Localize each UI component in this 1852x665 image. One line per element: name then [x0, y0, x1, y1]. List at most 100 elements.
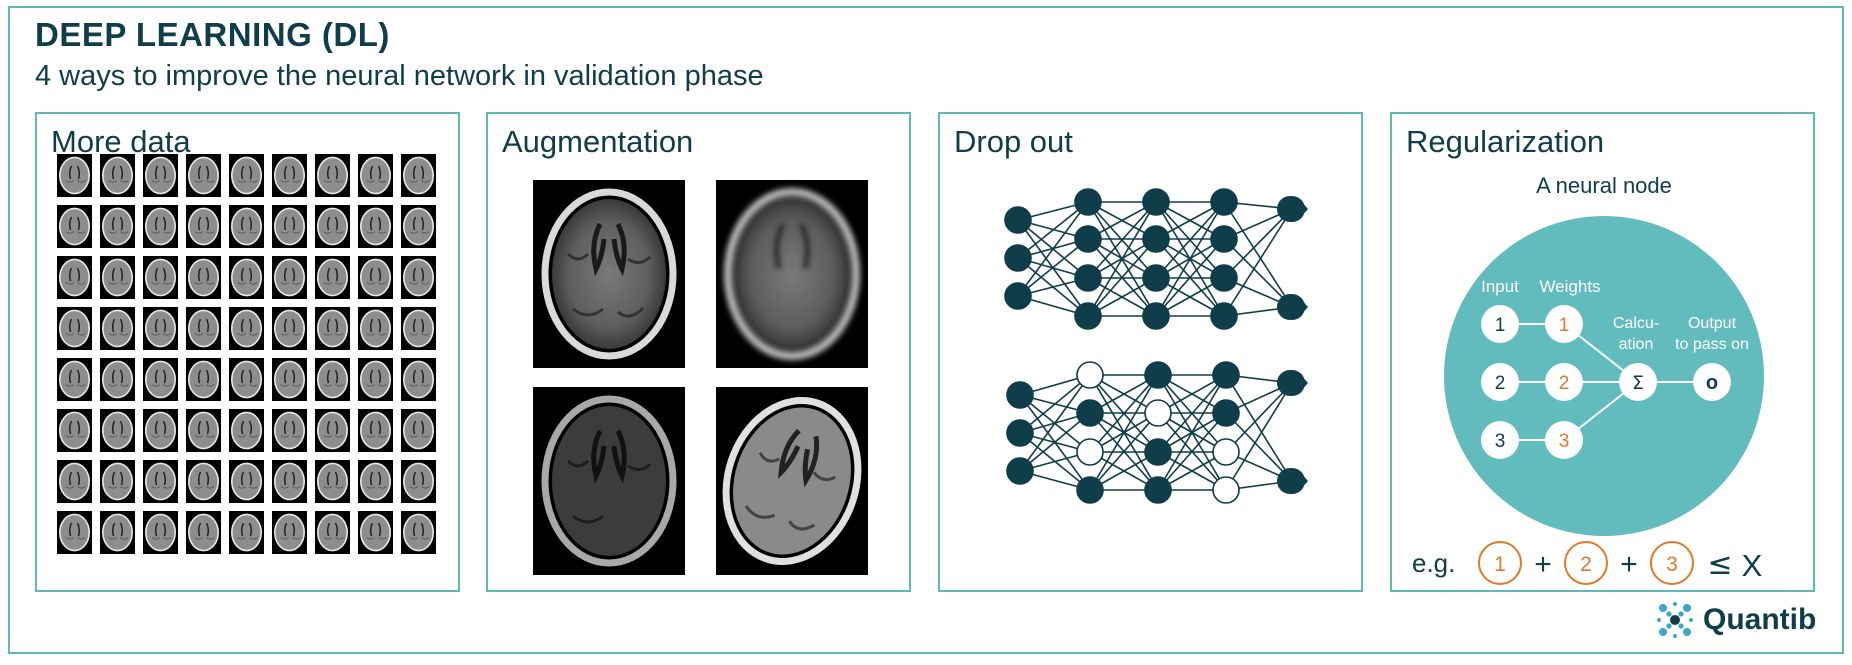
brain-thumbnail — [272, 511, 307, 554]
brain-thumbnail — [358, 256, 393, 299]
brain-thumbnail — [100, 409, 135, 452]
brain-thumbnail — [401, 358, 436, 401]
brain-thumbnail — [315, 358, 350, 401]
panel-more-data: More data — [35, 112, 460, 592]
brain-thumbnail — [143, 511, 178, 554]
svg-text:2: 2 — [1495, 373, 1506, 394]
brain-thumbnail — [272, 460, 307, 503]
panel-title-regularization: Regularization — [1406, 124, 1605, 159]
brain-thumbnail — [315, 154, 350, 197]
panel-augmentation: Augmentation — [486, 112, 911, 592]
brain-thumbnail — [315, 307, 350, 350]
weight-node-2: 2 — [1545, 363, 1583, 401]
neuron — [1210, 188, 1238, 216]
brain-thumbnail — [401, 511, 436, 554]
neural-node-diagram: A neural node Input Weights Calcu- ation… — [1412, 173, 1764, 585]
brain-thumbnail — [143, 409, 178, 452]
svg-text:Σ: Σ — [1632, 372, 1644, 394]
brain-thumbnail — [100, 511, 135, 554]
neuron — [1210, 225, 1238, 253]
dropped-neuron — [1076, 438, 1104, 466]
brain-thumbnail — [186, 409, 221, 452]
dropout-network — [1006, 361, 1308, 504]
brain-thumbnail — [143, 256, 178, 299]
scan-blurred — [716, 180, 868, 368]
brain-thumbnail — [57, 205, 92, 248]
brain-thumbnail — [100, 460, 135, 503]
brain-thumbnail — [272, 358, 307, 401]
brain-thumbnail — [401, 256, 436, 299]
brain-thumbnail — [57, 154, 92, 197]
brain-thumbnail — [229, 154, 264, 197]
brain-thumbnail — [57, 256, 92, 299]
brain-thumbnail — [186, 460, 221, 503]
panel-title-drop-out: Drop out — [954, 124, 1073, 159]
dropout-networks — [1004, 188, 1308, 504]
brain-thumbnail — [315, 409, 350, 452]
dropped-neuron — [1212, 438, 1240, 466]
scan-darkened — [533, 387, 685, 575]
output-label-line1: Output — [1688, 315, 1737, 332]
input-node-1: 1 — [1481, 305, 1519, 343]
brain-thumbnail — [272, 307, 307, 350]
limit-x: X — [1742, 548, 1763, 583]
brain-thumbnail — [315, 460, 350, 503]
weights-label: Weights — [1539, 277, 1600, 296]
brain-thumbnail — [57, 307, 92, 350]
node-circle — [1444, 216, 1764, 536]
dropped-neuron — [1144, 399, 1172, 427]
neuron — [1142, 264, 1170, 292]
input-label: Input — [1481, 277, 1519, 296]
svg-text:1: 1 — [1559, 315, 1570, 336]
eg-label: e.g. — [1412, 548, 1455, 578]
brain-thumbnail — [143, 154, 178, 197]
brain-thumbnail — [358, 511, 393, 554]
brain-thumbnail — [272, 256, 307, 299]
neuron — [1074, 225, 1102, 253]
logo-text: Quantib — [1703, 603, 1817, 636]
calc-label-line1: Calcu- — [1613, 315, 1659, 332]
svg-text:2: 2 — [1580, 553, 1592, 576]
brain-thumbnail — [401, 154, 436, 197]
augmented-scans — [533, 180, 868, 575]
leq-sign: ≤ — [1707, 547, 1732, 582]
brain-thumbnail — [229, 409, 264, 452]
brain-thumbnail — [358, 205, 393, 248]
neuron — [1006, 419, 1034, 447]
neuron — [1212, 361, 1240, 389]
neuron — [1074, 302, 1102, 330]
dropped-neuron — [1076, 361, 1104, 389]
neuron — [1210, 264, 1238, 292]
quantib-logo-icon — [1657, 602, 1693, 638]
brain-thumbnail — [229, 460, 264, 503]
panel-title-augmentation: Augmentation — [502, 124, 694, 159]
brain-thumbnail — [100, 205, 135, 248]
neuron — [1144, 438, 1172, 466]
brain-thumbnail — [229, 358, 264, 401]
weight-node-1: 1 — [1545, 305, 1583, 343]
neuron — [1004, 282, 1032, 310]
scan-original — [533, 180, 685, 368]
input-node-2: 2 — [1481, 363, 1519, 401]
neuron — [1144, 476, 1172, 504]
weight-node-3: 3 — [1545, 421, 1583, 459]
eq-term-1: 1 — [1478, 541, 1522, 585]
neuron — [1210, 302, 1238, 330]
full-network — [1004, 188, 1308, 330]
output-label-line2: to pass on — [1675, 336, 1749, 353]
svg-text:o: o — [1706, 372, 1718, 394]
panel-regularization: Regularization A neural node Input Weigh… — [1390, 112, 1815, 592]
brain-thumbnail — [57, 460, 92, 503]
brain-thumbnail — [315, 511, 350, 554]
page-subtitle: 4 ways to improve the neural network in … — [35, 60, 764, 92]
brain-thumbnail — [358, 307, 393, 350]
neuron — [1074, 264, 1102, 292]
brain-thumbnail — [358, 358, 393, 401]
brain-thumbnail — [401, 307, 436, 350]
neuron — [1142, 302, 1170, 330]
brain-thumbnail — [186, 256, 221, 299]
brain-thumbnail — [186, 511, 221, 554]
plus-sign-1: + — [1534, 548, 1552, 581]
brain-thumbnail — [401, 205, 436, 248]
brain-thumbnail — [57, 409, 92, 452]
